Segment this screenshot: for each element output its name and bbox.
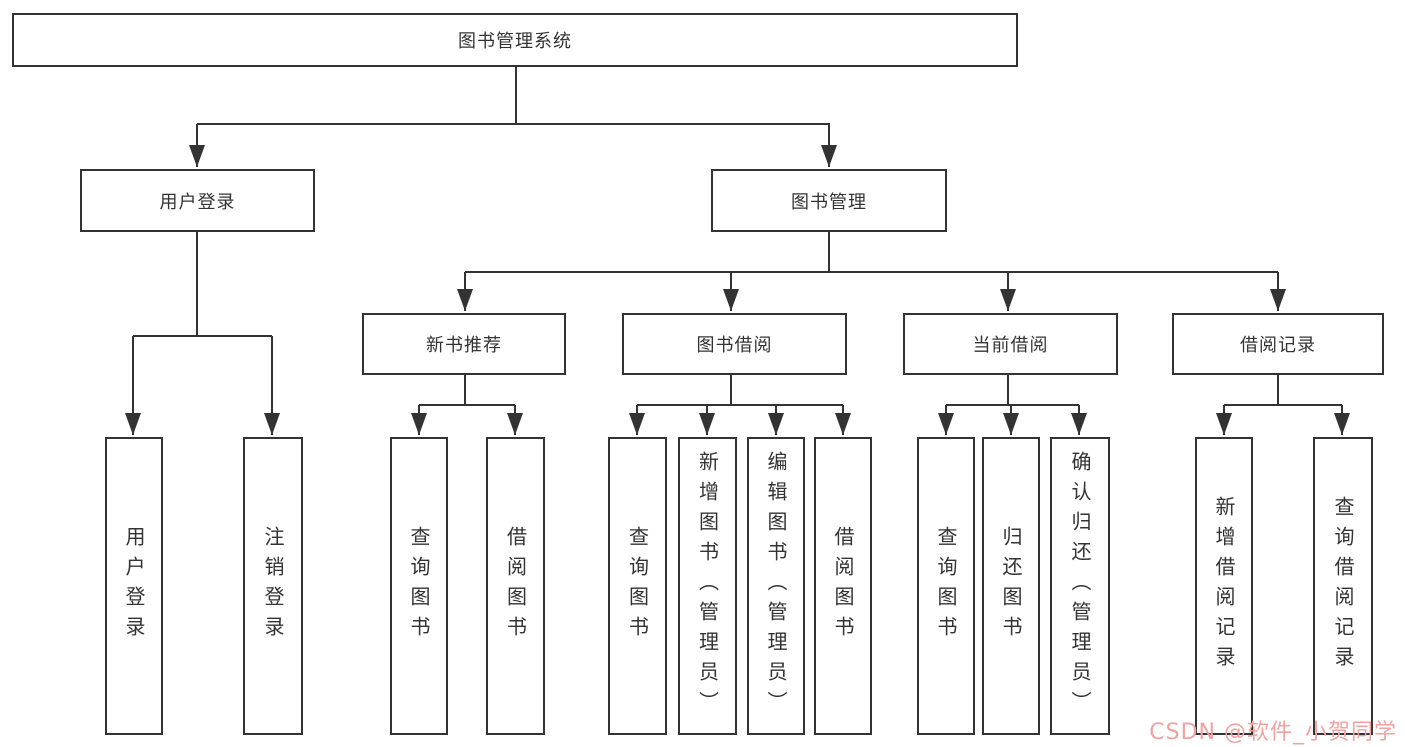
leaf-edit-books-admin: 编辑图书（管理员） [747,437,805,735]
leaf-borrow-books: 借阅图书 [814,437,872,735]
node-root-library-system: 图书管理系统 [12,13,1018,67]
leaf-confirm-return-admin: 确认归还（管理员） [1050,437,1110,735]
node-new-book-recommend: 新书推荐 [362,313,566,375]
leaf-query-books-borrow: 查询图书 [608,437,667,735]
leaf-logout: 注销登录 [243,437,303,735]
node-user-login: 用户登录 [80,169,315,232]
leaf-borrow-books-recommend: 借阅图书 [486,437,545,735]
node-current-borrow: 当前借阅 [903,313,1118,375]
node-book-borrow: 图书借阅 [622,313,847,375]
leaf-add-books-admin: 新增图书（管理员） [678,437,737,735]
leaf-query-books-current: 查询图书 [917,437,975,735]
csdn-watermark: CSDN @软件_小贺同学 [1149,720,1397,745]
leaf-return-books: 归还图书 [982,437,1040,735]
node-borrow-records: 借阅记录 [1172,313,1384,375]
leaf-query-books-recommend: 查询图书 [390,437,448,735]
leaf-user-login: 用户登录 [105,437,163,735]
leaf-query-borrow-record: 查询借阅记录 [1313,437,1373,735]
node-book-management: 图书管理 [711,169,947,232]
leaf-add-borrow-record: 新增借阅记录 [1195,437,1253,735]
